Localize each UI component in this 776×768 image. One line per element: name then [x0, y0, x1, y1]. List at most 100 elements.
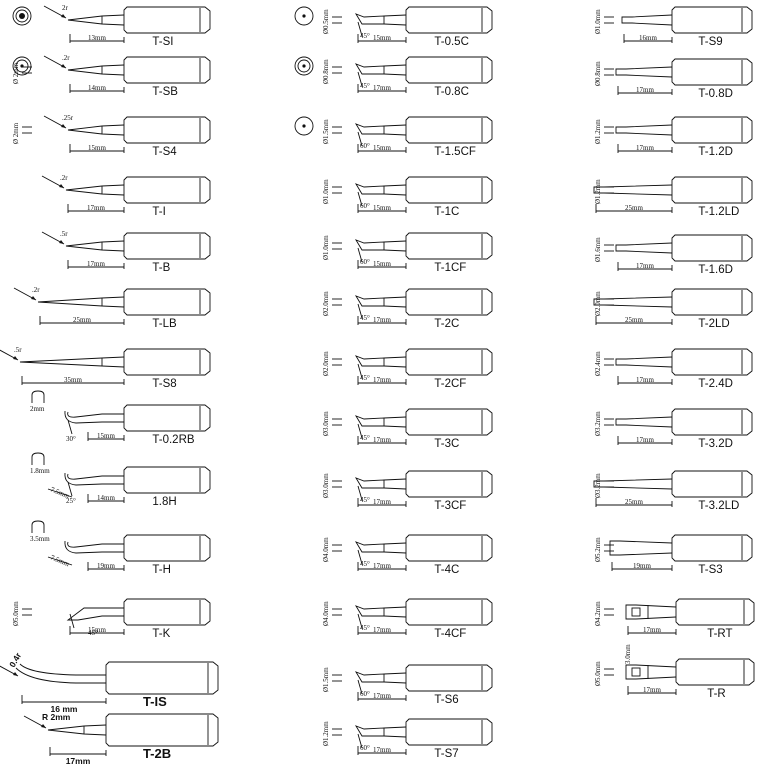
width-gauge [31, 520, 45, 533]
tip-shaft [67, 14, 125, 26]
tip-shaft [37, 296, 125, 308]
tip-sleeve [671, 288, 753, 316]
tip-angle-label: 60° [360, 202, 370, 210]
angle-line [357, 131, 363, 147]
angle-line [357, 21, 363, 37]
tip-name: T-1.2LD [698, 206, 739, 218]
tip-shaft [65, 184, 125, 196]
tip-length-label: 15mm [88, 144, 106, 152]
width-gauge [31, 452, 45, 465]
tip-length-label: 13mm [88, 34, 106, 42]
end-view-outer [294, 116, 314, 136]
tip-name: T-2C [434, 318, 459, 330]
tip-shaft [19, 356, 125, 368]
callout-arrow-head [31, 296, 36, 300]
tip-sleeve [405, 6, 493, 34]
tip-angle-label: 60° [360, 142, 370, 150]
callout-arrow-head [13, 356, 18, 360]
tip-radius-label: .5r [60, 230, 68, 238]
tip-shaft [354, 295, 407, 308]
angle-line [357, 613, 363, 629]
tip-shaft [66, 607, 124, 621]
tip-length-label: 17mm [643, 686, 661, 694]
tip-length-label: 17mm [373, 316, 391, 324]
tip-name: T-3.2D [698, 438, 733, 450]
tip-name: T-2CF [434, 378, 466, 390]
tip-sleeve [671, 176, 753, 204]
angle-line [357, 363, 363, 379]
tip-shaft [593, 184, 673, 196]
tip-angle-label: 45° [360, 624, 370, 632]
tip-diameter-label: Ø4.2mm [594, 601, 602, 626]
aux-dimension [47, 488, 73, 498]
tip-angle-label: 60° [360, 744, 370, 752]
tip-shaft [354, 725, 407, 738]
tip-name: T-0.8C [434, 86, 469, 98]
tip-radius-label: .2r [60, 174, 68, 182]
end-view-center [302, 64, 306, 68]
tip-length-label: 15mm [373, 34, 391, 42]
tip-sleeve [671, 234, 753, 262]
tip-name: T-0.2RB [152, 434, 195, 446]
tip-shaft [354, 13, 407, 26]
tip-sleeve [405, 116, 493, 144]
width-gauge [31, 390, 45, 403]
tip-name: T-RT [707, 628, 732, 640]
tip-diameter-label: Ø2.0mm [322, 351, 330, 376]
tip-radius-label: .2r [62, 54, 70, 62]
end-view-outer [12, 56, 32, 76]
tip-length-label: 15mm [373, 260, 391, 268]
tip-length-label: 16 mm [51, 704, 78, 714]
tip-diameter-label: Ø 2mm [12, 122, 20, 144]
tip-shaft-edge [64, 410, 124, 424]
tip-name: T-3CF [434, 500, 466, 512]
tip-shaft [615, 124, 673, 136]
tip-name: T-2LD [698, 318, 729, 330]
tip-sleeve [675, 658, 755, 686]
tip-name: T-2B [143, 746, 171, 761]
end-view-center [19, 13, 25, 19]
tip-sleeve [671, 470, 753, 498]
tip-shaft [354, 355, 407, 368]
tip-sleeve [105, 661, 219, 695]
tip-name: T-I [152, 206, 165, 218]
tip-name: T-3.2LD [698, 500, 739, 512]
tip-length-label: 19mm [97, 562, 115, 570]
end-view-center [302, 124, 306, 128]
tip-length-label: 25mm [625, 204, 643, 212]
tip-name: T-1.5CF [434, 146, 476, 158]
angle-line [357, 303, 363, 319]
tip-diameter-label: Ø5.2mm [594, 537, 602, 562]
tip-diameter-label: Ø0.8mm [322, 59, 330, 84]
tip-length-label: 17mm [373, 562, 391, 570]
tip-diameter-label: Ø5.0mm [594, 661, 602, 686]
angle-line [67, 419, 73, 435]
tip-shaft [19, 663, 106, 676]
tip-sleeve [405, 408, 493, 436]
tip-length-label: 15mm [373, 204, 391, 212]
tip-length-label: 17mm [636, 144, 654, 152]
tip-length-label: 17mm [373, 84, 391, 92]
tip-radius-label: 0.4r [7, 650, 24, 669]
tip-angle-label: 45° [360, 32, 370, 40]
tip-length-label: 15mm [373, 144, 391, 152]
tip-name: T-IS [143, 694, 167, 709]
tip-shaft [354, 671, 407, 684]
angle-line [357, 679, 363, 695]
tip-sleeve [671, 6, 753, 34]
tip-name: T-1.2D [698, 146, 733, 158]
